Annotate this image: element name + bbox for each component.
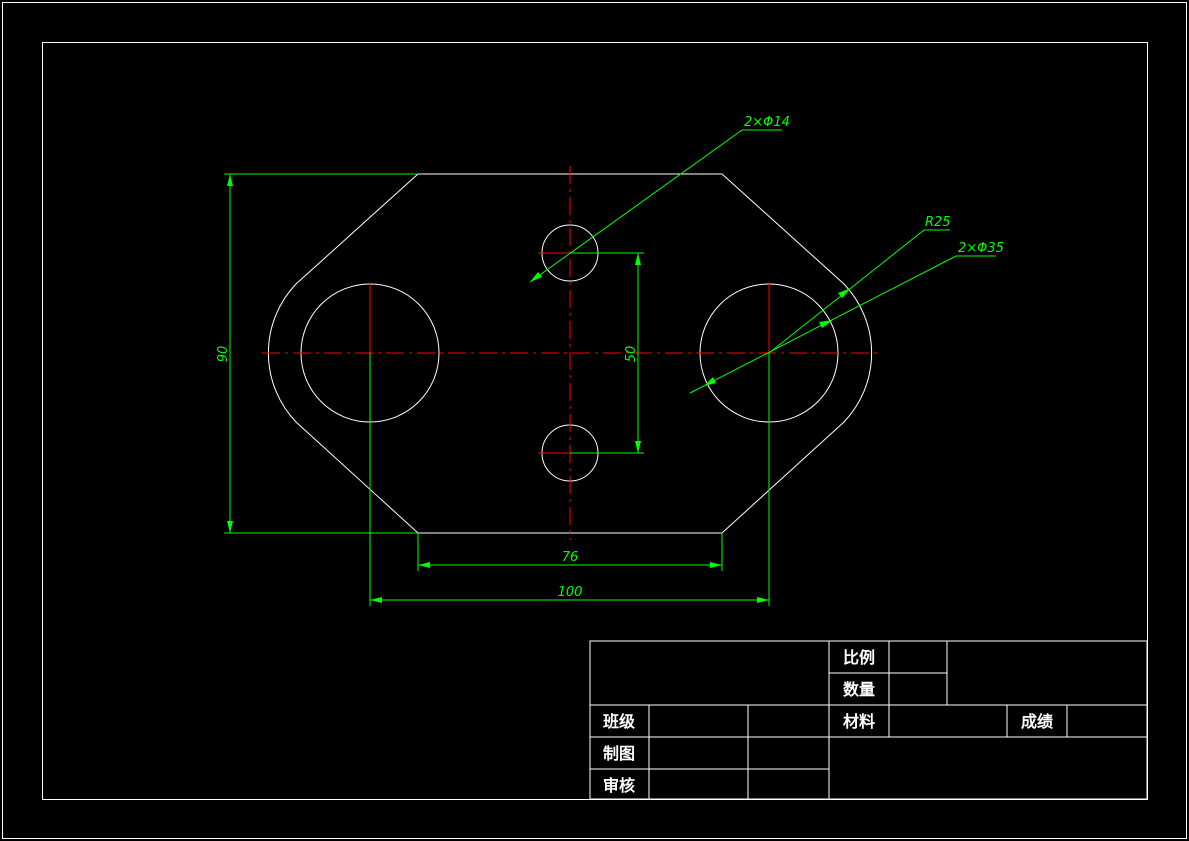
class-label: 班级	[603, 712, 636, 731]
dimension-76: 76	[417, 533, 723, 571]
title-block: 比例 数量 班级 材料 成绩 制图 审核	[589, 640, 1148, 800]
inner-frame	[42, 42, 1148, 800]
reviewed-by-label: 审核	[603, 776, 635, 795]
dimension-90: 90	[216, 173, 418, 534]
drawn-by-label: 制图	[603, 744, 635, 763]
leader-small-holes: 2×Φ14	[529, 115, 790, 283]
dimension-50-text: 50	[624, 346, 639, 363]
dimension-90-text: 90	[216, 346, 231, 363]
dimension-76-text: 76	[562, 550, 579, 565]
quantity-label: 数量	[843, 680, 875, 699]
large-holes-label: 2×Φ35	[958, 241, 1004, 256]
dimension-100: 100	[369, 353, 770, 606]
score-label: 成绩	[1021, 712, 1053, 731]
material-label: 材料	[843, 712, 875, 731]
radius-label: R25	[925, 215, 951, 230]
dimension-50: 50	[570, 252, 644, 454]
scale-label: 比例	[843, 648, 875, 667]
small-holes-label: 2×Φ14	[744, 115, 790, 130]
leader-large-holes: 2×Φ35	[689, 241, 1004, 394]
dimension-100-text: 100	[558, 585, 583, 600]
leader-radius: R25	[768, 215, 951, 354]
